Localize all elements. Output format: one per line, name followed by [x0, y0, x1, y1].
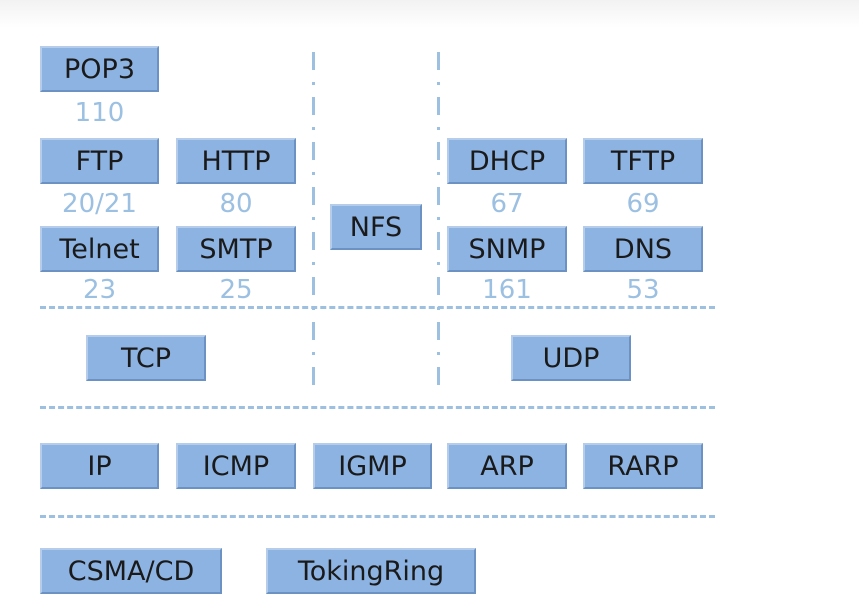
port-telnet: 23 — [82, 275, 117, 305]
protocol-rarp: RARP — [583, 443, 703, 489]
layer-separator-network-link — [40, 515, 715, 518]
port-ftp: 20/21 — [62, 189, 137, 219]
protocol-ftp: FTP — [40, 138, 159, 184]
protocol-dhcp: DHCP — [447, 138, 567, 184]
port-http: 80 — [219, 189, 253, 219]
protocol-nfs: NFS — [330, 204, 422, 250]
protocol-telnet: Telnet — [40, 226, 159, 272]
protocol-tcp: TCP — [86, 335, 206, 381]
protocol-igmp: IGMP — [313, 443, 432, 489]
protocol-smtp: SMTP — [176, 226, 296, 272]
protocol-arp: ARP — [447, 443, 567, 489]
port-dns: 53 — [626, 275, 660, 305]
protocol-ip: IP — [40, 443, 159, 489]
port-snmp: 161 — [482, 275, 532, 305]
divider-vertical-left — [312, 52, 315, 392]
layer-separator-transport-network — [40, 406, 715, 409]
protocol-icmp: ICMP — [176, 443, 296, 489]
protocol-token-ring: TokingRing — [266, 548, 476, 594]
protocol-udp: UDP — [511, 335, 631, 381]
layer-separator-application-transport — [40, 306, 715, 309]
port-smtp: 25 — [219, 275, 253, 305]
divider-vertical-right — [437, 52, 440, 392]
port-tftp: 69 — [626, 189, 660, 219]
protocol-http: HTTP — [176, 138, 296, 184]
port-pop3: 110 — [74, 98, 125, 128]
protocol-snmp: SNMP — [447, 226, 567, 272]
protocol-dns: DNS — [583, 226, 703, 272]
port-dhcp: 67 — [490, 189, 524, 219]
protocol-csma-cd: CSMA/CD — [40, 548, 222, 594]
protocol-tftp: TFTP — [583, 138, 703, 184]
protocol-pop3: POP3 — [40, 46, 159, 92]
